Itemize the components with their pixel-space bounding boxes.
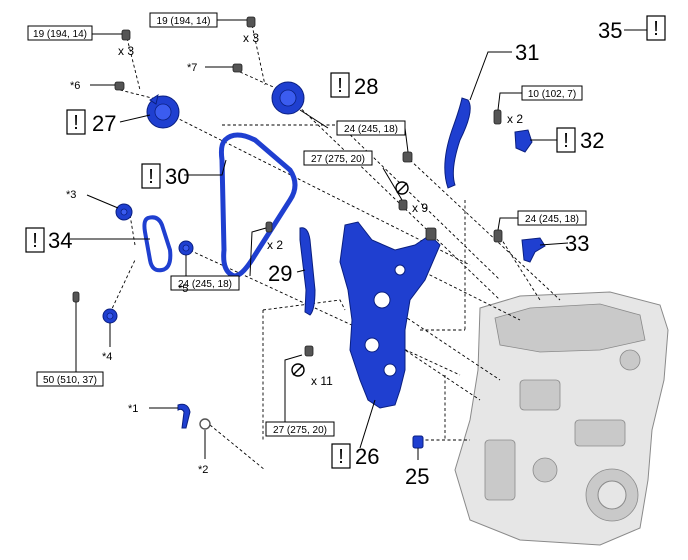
torque-spec-3: 10 (102, 7) (521, 85, 583, 101)
part-number-28: 28 (354, 74, 378, 99)
svg-text:27 (275, 20): 27 (275, 20) (311, 154, 365, 165)
part-number-34: 34 (48, 228, 72, 253)
sprocket-5 (178, 240, 194, 256)
sprocket-4 (102, 308, 118, 324)
svg-text:!: ! (148, 166, 154, 188)
star-label-4: *4 (102, 351, 112, 363)
star-label-5: *5 (178, 283, 188, 295)
star-label-6: *6 (70, 80, 80, 92)
part-number-29: 29 (268, 261, 292, 286)
part-number-27: 27 (92, 111, 116, 136)
svg-text:!: ! (653, 18, 659, 40)
svg-text:24 (245, 18): 24 (245, 18) (525, 214, 579, 225)
svg-text:!: ! (337, 75, 343, 97)
part-number-30: 30 (165, 164, 189, 189)
torque-spec-9: 27 (275, 20) (265, 421, 335, 437)
svg-text:10 (102, 7): 10 (102, 7) (528, 89, 576, 100)
torque-spec-6: 24 (245, 18) (517, 210, 587, 226)
quantity-label: x 11 (311, 374, 333, 388)
quantity-label: x 2 (267, 238, 283, 252)
svg-text:19 (194, 14): 19 (194, 14) (33, 29, 87, 40)
part-number-33: 33 (565, 231, 589, 256)
star-label-2: *2 (198, 464, 208, 476)
sprocket-3 (115, 203, 133, 221)
quantity-label: x 3 (243, 31, 259, 45)
leader-lines (70, 19, 648, 460)
part-number-26: 26 (355, 444, 379, 469)
torque-spec-5: 27 (275, 20) (303, 150, 373, 166)
torque-spec-2: 19 (194, 14) (149, 12, 218, 28)
star-label-3: *3 (66, 189, 76, 201)
quantity-label: x 3 (118, 44, 134, 58)
bolts (72, 16, 503, 357)
bracket-33 (521, 237, 546, 263)
exclamation-box-icon: ! (330, 72, 350, 98)
o-ring-2 (199, 418, 211, 430)
plug-25 (412, 435, 424, 449)
timing-chain-cover (339, 221, 441, 409)
exclamation-box-icon: ! (25, 227, 45, 253)
svg-text:!: ! (563, 130, 569, 152)
exclamation-box-icon: ! (331, 443, 351, 469)
prohibited-circle-icon (395, 181, 409, 195)
svg-text:27 (275, 20): 27 (275, 20) (273, 425, 327, 436)
tensioner-32 (514, 129, 533, 153)
prohibited-circle-icon (291, 363, 305, 377)
engine-block (454, 291, 669, 546)
torque-spec-1: 19 (194, 14) (27, 25, 93, 41)
exclamation-box-icon: ! (141, 163, 161, 189)
svg-text:24 (245, 18): 24 (245, 18) (178, 279, 232, 290)
star-label-1: *1 (128, 403, 138, 415)
part-1 (177, 403, 191, 429)
part-number-31: 31 (515, 40, 539, 65)
part-number-35: 35 (598, 18, 622, 43)
cover-holes (364, 264, 406, 377)
part-number-25: 25 (405, 464, 429, 489)
quantity-label: x 9 (412, 201, 428, 215)
exclamation-box-icon: ! (556, 127, 576, 153)
camshaft-timing-gear-27 (146, 93, 180, 129)
svg-text:50 (510, 37): 50 (510, 37) (43, 375, 97, 386)
oil-pump-chain (142, 215, 173, 273)
svg-text:19 (194, 14): 19 (194, 14) (157, 16, 211, 27)
torque-spec-7: 24 (245, 18) (170, 275, 240, 291)
torque-spec-4: 24 (245, 18) (336, 120, 406, 136)
part-number-32: 32 (580, 128, 604, 153)
star-label-7: *7 (187, 62, 197, 74)
chain-guide-29 (299, 227, 316, 316)
svg-text:!: ! (73, 112, 79, 134)
camshaft-timing-gear-28 (271, 81, 305, 115)
timing-chain (218, 132, 298, 279)
exclamation-box-icon: ! (646, 15, 666, 41)
torque-spec-8: 50 (510, 37) (36, 371, 104, 387)
exclamation-box-icon: ! (66, 109, 86, 135)
quantity-label: x 2 (507, 112, 523, 126)
chain-tensioner-slipper (444, 97, 471, 189)
svg-text:24 (245, 18): 24 (245, 18) (344, 124, 398, 135)
svg-text:!: ! (338, 446, 344, 468)
svg-text:!: ! (32, 230, 38, 252)
